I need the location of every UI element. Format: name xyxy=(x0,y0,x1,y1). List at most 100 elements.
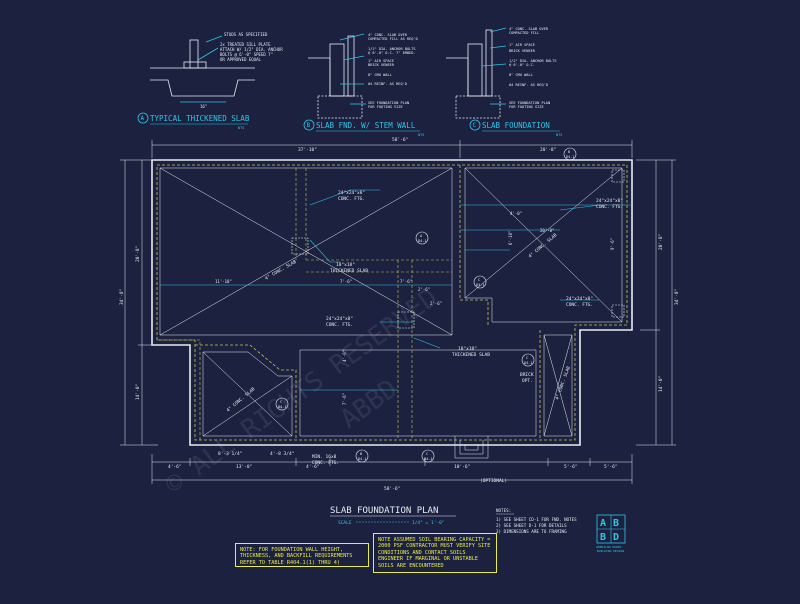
marker-letter: B xyxy=(360,452,362,456)
brick-label: BRICK xyxy=(520,372,534,378)
detail-b-stem-wall xyxy=(329,43,345,97)
detail-c-note: 1" AIR SPACE xyxy=(509,43,535,47)
dim-top-left: 37'-10" xyxy=(298,147,317,153)
marker-letter: C xyxy=(526,356,528,360)
logo-letter: B xyxy=(600,532,606,543)
scale-value: 1/4" = 1'-0" xyxy=(412,520,445,526)
logo-line: BUILDING DESIGN xyxy=(597,549,624,553)
detail-b-scale: NTS xyxy=(418,133,424,137)
footing-label: 24"x24"x8" xyxy=(566,296,593,302)
optional-steps xyxy=(454,436,489,459)
detail-b xyxy=(308,33,366,119)
marker-sheet: D4-1 xyxy=(524,361,532,365)
marker-letter: C xyxy=(280,400,282,404)
detail-c-title: C SLAB FOUNDATION NTS xyxy=(469,119,562,137)
detail-a-sill xyxy=(183,61,207,69)
dim-interior: 20'-8" xyxy=(540,228,554,233)
marker-letter: C xyxy=(478,278,480,282)
marker-letter: A xyxy=(420,234,423,238)
detail-c-note: @ 6'-0" O.C. xyxy=(509,63,535,67)
dim-bottom-seg: 5'-6" xyxy=(604,464,618,470)
detail-c-footing xyxy=(455,95,501,119)
plan-title-block: SLAB FOUNDATION PLAN SCALE 1/4" = 1'-0" xyxy=(330,506,456,526)
note-line: ENGINEER IF MARGINAL OR UNSTABLE xyxy=(378,556,478,563)
conc-slab-label: 4" CONC. SLAB xyxy=(264,259,298,282)
dim-interior: 2'-6" xyxy=(418,287,430,292)
conc-slab-label: 4" CONC. SLAB xyxy=(554,365,572,400)
detail-b-title: B SLAB FND. W/ STEM WALL NTS xyxy=(303,119,424,137)
dim-interior: 4'-0" xyxy=(510,211,522,216)
detail-b-note: FOR FOOTING SIZE xyxy=(368,105,403,109)
section-marker xyxy=(415,231,429,245)
note-line: REFER TO TABLE R404.1(1) THRU 4) xyxy=(240,559,340,566)
conc-footing xyxy=(611,304,625,318)
detail-b-note: 4" CONC. SLAB OVER xyxy=(368,33,408,37)
note-item: 2) SEE SHEET D-1 FOR DETAILS xyxy=(496,523,567,528)
detail-b-footing xyxy=(317,95,363,119)
footing-label: 24"x24"x8" xyxy=(338,190,365,196)
optional-label: (OPTIONAL) xyxy=(480,478,507,484)
marker-letter: B xyxy=(568,150,570,154)
section-marker xyxy=(521,353,535,367)
conc-footing xyxy=(611,169,625,183)
detail-b-note: BRICK VENEER xyxy=(368,63,395,67)
footing-label: 24"x24"x8" xyxy=(596,198,623,204)
detail-a-title: A TYPICAL THICKENED SLAB NTS xyxy=(137,112,250,130)
notes-heading: NOTES: xyxy=(496,508,511,513)
dim-bottom-seg: 10'-6" xyxy=(454,464,470,470)
logo-letter: A xyxy=(600,518,606,529)
dim-interior: 6'-10" xyxy=(508,231,513,245)
thickened-slab-label: THICKENED SLAB xyxy=(330,268,368,274)
watermark: © ALL RIGHTS RESERVED ABBD xyxy=(160,283,444,500)
logo-letter: B xyxy=(613,518,619,529)
footing-label: CONC. FTG. xyxy=(566,302,593,308)
dim-interior: 11'-10" xyxy=(215,279,232,284)
dim-left-upper: 20'-8" xyxy=(135,246,141,262)
min-footing-label: MIN. 16x8 xyxy=(312,454,337,460)
dim-right-overall: 34'-8" xyxy=(674,289,680,305)
note-item: 1) SEE SHEET CD-1 FOR FND. NOTES xyxy=(496,517,577,522)
detail-c-scale: NTS xyxy=(556,133,562,137)
detail-b-note: @ 6'-0" O.C. 7" EMBED. xyxy=(368,51,416,55)
marker-sheet: D4-1 xyxy=(358,457,366,461)
detail-a-note: 2x TREATED SILL PLATE xyxy=(220,42,271,47)
detail-b-note: COMPACTED FILL AS REQ'D xyxy=(368,37,418,41)
scale-label: SCALE xyxy=(338,520,352,526)
note-line: SOILS ARE ENCOUNTERED xyxy=(378,562,444,569)
detail-c-note: 8" CMU WALL xyxy=(509,73,533,77)
logo-line: AMERICAN HOUSE xyxy=(596,545,621,549)
dim-right-upper: 20'-8" xyxy=(658,234,664,250)
detail-a-dim: 16" xyxy=(200,104,207,109)
conc-footing xyxy=(291,237,309,255)
detail-a-tag: A xyxy=(141,115,145,122)
thickened-slab-label: 18"x18" xyxy=(336,262,355,268)
detail-b-veneer xyxy=(347,35,355,97)
watermark-copyright: © ALL RIGHTS RESERVED xyxy=(160,283,444,500)
detail-c-note: SEE FOUNDATION PLAN xyxy=(509,101,550,105)
detail-b-note: 1/2" DIA. ANCHOR BOLTS xyxy=(368,47,416,51)
dim-bottom-overall: 58'-6" xyxy=(384,486,400,492)
rear-slab-area xyxy=(299,349,537,437)
note-line: NOTE ASSUMED SOIL BEARING CAPACITY = xyxy=(378,537,491,543)
detail-a-scale: NTS xyxy=(238,126,244,130)
min-footing-label: CONC. FTG. xyxy=(312,460,339,466)
footing-label: CONC. FTG. xyxy=(326,322,353,328)
detail-b-tag: B xyxy=(307,122,311,129)
dim-bottom-seg: 4'-6" xyxy=(306,464,320,470)
detail-a xyxy=(150,35,255,103)
note-line: NOTE: FOR FOUNDATION WALL HEIGHT, xyxy=(240,547,344,553)
dim-top-overall: 58'-6" xyxy=(392,137,408,143)
section-markers xyxy=(275,147,577,463)
detail-b-tag-circle xyxy=(303,119,315,131)
section-marker xyxy=(275,397,289,411)
dim-bottom-seg: 4'-6" xyxy=(168,464,182,470)
detail-c-tag: C xyxy=(473,122,477,129)
dim-left-lower: 14'-0" xyxy=(135,384,141,400)
detail-b-title-text: SLAB FND. W/ STEM WALL xyxy=(316,121,416,130)
detail-a-note: OR APPROVED EQUAL xyxy=(220,57,262,62)
thickened-slab-label: THICKENED SLAB xyxy=(452,352,490,358)
footing-label: CONC. FTG. xyxy=(596,204,623,210)
note-line: CONDITIONS AND CONTACT SOILS xyxy=(378,549,466,556)
detail-c xyxy=(446,27,507,119)
